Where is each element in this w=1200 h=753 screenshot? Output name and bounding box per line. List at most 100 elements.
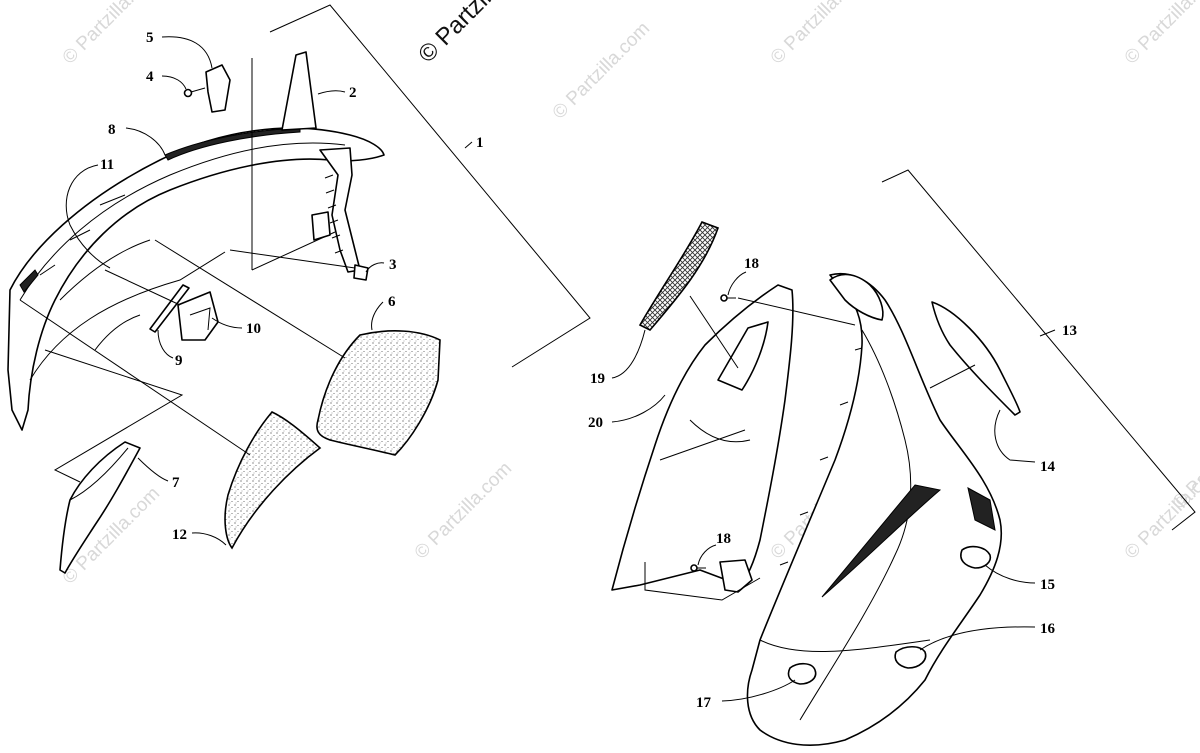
leader-3	[365, 262, 385, 273]
callout-3: 3	[389, 257, 397, 273]
frame-slot	[39, 194, 126, 276]
nose-lower-edge	[759, 639, 931, 653]
callout-11: 11	[100, 157, 114, 173]
side-bracket	[319, 147, 361, 273]
explode-line-6	[154, 239, 346, 359]
side-panel-crease	[659, 419, 751, 461]
part-7-side-piece	[59, 441, 141, 574]
part-7-edge	[69, 447, 129, 501]
callout-20: 20	[588, 415, 603, 431]
right-assembly	[611, 169, 1196, 746]
top-watermark: © Partzilla	[413, 0, 510, 68]
leader-15	[984, 564, 1036, 584]
screw-shank	[190, 87, 206, 93]
leader-3-line	[229, 249, 356, 269]
callout-1: 1	[476, 135, 484, 151]
part-18-screw-upper	[720, 294, 728, 302]
trim-strip-left	[19, 269, 39, 293]
explode-line-14	[929, 364, 976, 389]
leader-8	[125, 127, 166, 156]
part-14-glass	[931, 301, 1021, 416]
part-16-decal	[894, 645, 927, 669]
watermark: © Partzilla.com	[549, 18, 654, 123]
leader-19	[611, 329, 646, 379]
side-panel-window	[717, 321, 769, 391]
part-9-strip	[149, 284, 190, 333]
explode-line-10	[104, 269, 181, 306]
callout-14: 14	[1040, 459, 1056, 475]
part-17-decal	[787, 662, 817, 685]
callout-16: 16	[1040, 621, 1056, 637]
leader-14	[994, 409, 1036, 463]
callout-10: 10	[246, 321, 261, 337]
leader-17	[721, 679, 796, 702]
leader-18-lower	[697, 544, 717, 566]
callout-18-lower: 18	[716, 531, 731, 547]
leader-2	[317, 90, 346, 95]
watermark: © Partzilla.com	[1121, 458, 1200, 563]
nose-cap	[829, 273, 884, 321]
callout-19: 19	[590, 371, 605, 387]
part-5-bracket	[205, 64, 231, 113]
frame-inner-2	[59, 239, 151, 351]
nose-side-stripe	[821, 484, 942, 598]
callout-6: 6	[388, 294, 396, 310]
leader-11	[65, 164, 111, 269]
callout-13: 13	[1062, 323, 1077, 339]
part-3-clip	[353, 264, 369, 281]
watermark: © Partzilla.com	[1169, 408, 1200, 513]
leader-12	[191, 532, 227, 546]
callout-2: 2	[349, 85, 357, 101]
leader-13	[1039, 329, 1056, 337]
callout-18-upper: 18	[744, 256, 759, 272]
trim-strip	[164, 127, 301, 161]
leader-5	[161, 36, 213, 69]
left-assembly	[7, 4, 591, 574]
frame-inner-edge	[19, 142, 346, 301]
part-18-screw-lower	[690, 564, 698, 572]
bracket-teeth	[324, 174, 344, 254]
leader-4	[161, 75, 187, 90]
lower-mount-bracket	[719, 559, 753, 593]
part-10-block	[177, 291, 219, 341]
part-6-panel	[316, 330, 441, 456]
small-bracket	[311, 211, 331, 241]
part-19-grille	[638, 221, 720, 331]
callout-4: 4	[146, 69, 154, 85]
bracket-13	[881, 169, 1196, 531]
callout-7: 7	[172, 475, 180, 491]
callout-17: 17	[696, 695, 712, 711]
frame-lower-edge	[29, 251, 226, 381]
watermark: © Partzilla.com	[767, 0, 872, 69]
nose-body	[746, 273, 1003, 746]
leader-1	[464, 141, 473, 149]
nose-vent	[967, 487, 996, 531]
leader-18-upper	[727, 271, 747, 296]
callout-5: 5	[146, 30, 154, 46]
part-12-triangle	[224, 411, 322, 550]
leader-20	[611, 394, 666, 423]
leader-16	[919, 626, 1036, 651]
explode-line-12	[19, 299, 251, 456]
leader-10	[211, 317, 243, 329]
callout-8: 8	[108, 122, 116, 138]
leader-7	[137, 457, 169, 482]
nose-slots	[779, 347, 863, 566]
callout-9: 9	[175, 353, 183, 369]
part-10-fold	[189, 307, 211, 331]
leader-9	[157, 329, 174, 359]
explode-line-18	[737, 297, 856, 326]
bracket-1	[269, 4, 591, 368]
part-15-decal	[960, 545, 992, 569]
callout-15: 15	[1040, 577, 1055, 593]
callout-12: 12	[172, 527, 187, 543]
explode-line-20	[644, 562, 761, 601]
explode-line-19	[689, 295, 739, 369]
leader-6	[371, 301, 384, 331]
explode-line-7	[44, 349, 184, 483]
callout-layer: 1 2 3 4 5 6 7 8 9 10 11 12 13	[65, 30, 1077, 711]
watermark: © Partzilla.com	[411, 458, 516, 563]
part-2-shield	[281, 51, 317, 131]
part-4-screw	[183, 88, 193, 98]
